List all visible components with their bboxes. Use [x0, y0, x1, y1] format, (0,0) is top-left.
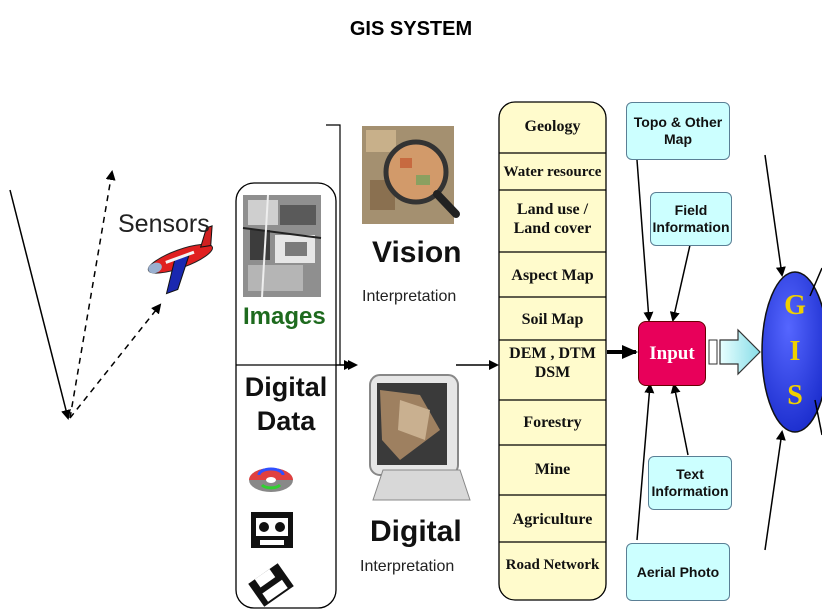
gis-letter-g: G	[784, 290, 806, 321]
vision-interpretation-label: Interpretation	[362, 288, 457, 305]
satellite-image-thumbnail	[242, 194, 322, 298]
input-to-gis-arrow	[708, 328, 761, 376]
bracket-line	[326, 124, 341, 365]
gis-ellipse	[761, 271, 822, 433]
sensor-rays	[9, 170, 162, 420]
gis-in-top	[764, 154, 786, 277]
category-agriculture: Agriculture	[512, 511, 593, 528]
category-land-use: Land use / Land cover	[513, 201, 592, 237]
field-to-input-arrow	[669, 244, 691, 322]
gis-in-right-top	[809, 267, 822, 297]
monitor-icon	[369, 374, 471, 501]
gis-letter-s: S	[787, 380, 803, 411]
topo-to-input-arrow	[636, 159, 654, 322]
gis-in-right-bottom	[814, 399, 822, 436]
cd-icon	[249, 467, 293, 492]
tape-icon	[251, 512, 293, 548]
text-information-box: Text Information	[648, 456, 732, 510]
category-road-network: Road Network	[505, 557, 600, 573]
category-mine: Mine	[534, 461, 571, 478]
input-box: Input	[638, 321, 706, 386]
vision-label: Vision	[372, 236, 462, 269]
reflected-ray-2	[69, 303, 162, 419]
digital-interpretation-label: Interpretation	[360, 558, 455, 575]
field-information-box: Field Information	[650, 192, 732, 246]
incoming-ray	[9, 189, 71, 420]
digital-label: Digital	[370, 515, 462, 548]
digital-data-line-2: Data	[256, 406, 316, 436]
gis-in-bottom	[764, 430, 786, 551]
category-geology: Geology	[524, 118, 581, 135]
sensors-label: Sensors	[118, 210, 210, 238]
airplane-icon	[147, 225, 214, 295]
category-dividers	[499, 152, 606, 543]
category-dem-dtm-dsm: DEM , DTM DSM	[509, 345, 596, 381]
floppy-icon	[248, 563, 294, 607]
magnifier-vision-icon	[362, 126, 460, 224]
categories-column	[498, 101, 607, 601]
category-soil-map: Soil Map	[521, 311, 584, 328]
topo-map-box: Topo & Other Map	[626, 102, 730, 160]
aerial-photo-box: Aerial Photo	[626, 543, 730, 601]
category-forestry: Forestry	[523, 414, 582, 431]
gis-letter-i: I	[789, 336, 801, 367]
aerial-to-input-arrow	[636, 383, 655, 541]
reflected-ray-1	[69, 170, 116, 419]
page-title: GIS SYSTEM	[349, 18, 473, 40]
digital-data-line-1: Digital	[244, 372, 328, 402]
category-water-resource: Water resource	[503, 164, 602, 180]
images-label: Images	[243, 303, 326, 330]
category-aspect-map: Aspect Map	[511, 267, 594, 284]
digital-data-label: Digital Data	[240, 370, 332, 438]
text-to-input-arrow	[670, 383, 689, 456]
